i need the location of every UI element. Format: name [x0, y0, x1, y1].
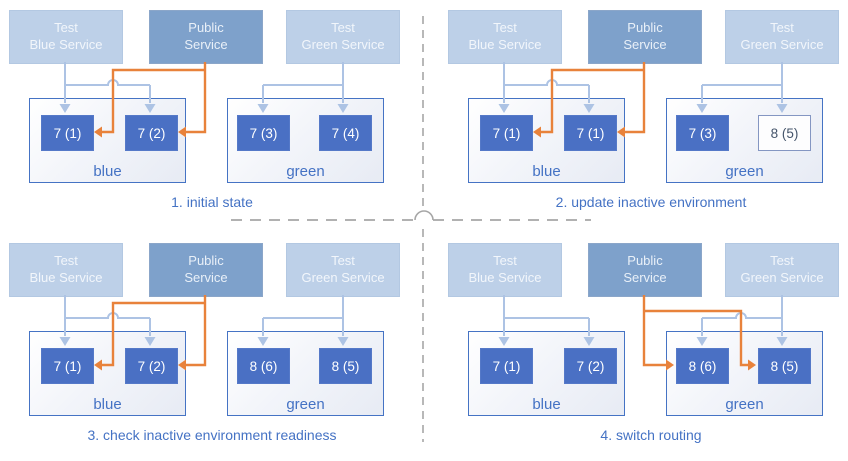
test-green-service-box: Test Green Service: [725, 243, 839, 297]
environment-label: green: [286, 396, 325, 413]
green-environment-box: 8 (6) 8 (5) green: [227, 331, 384, 416]
panel-update-inactive-environment: Test Blue Service Public Service Test Gr…: [424, 0, 848, 228]
service-label: Test Blue Service: [29, 253, 103, 285]
test-blue-service-box: Test Blue Service: [448, 10, 562, 64]
test-green-service-box: Test Green Service: [725, 10, 839, 64]
service-label: Test Blue Service: [29, 20, 103, 52]
service-label: Test Green Service: [301, 20, 385, 52]
pod-box: 8 (5): [758, 348, 811, 384]
environment-label: blue: [532, 396, 561, 413]
green-environment-box: 8 (6) 8 (5) green: [666, 331, 823, 416]
green-environment-box: 7 (3) 8 (5) green: [666, 98, 823, 183]
panel-check-inactive-environment-readiness: Test Blue Service Public Service Test Gr…: [0, 228, 424, 456]
pod-box: 7 (3): [676, 115, 729, 151]
public-service-box: Public Service: [588, 243, 702, 297]
pod-box: 8 (6): [676, 348, 729, 384]
test-green-service-box: Test Green Service: [286, 243, 400, 297]
pod-box: 8 (5): [319, 348, 372, 384]
service-label: Test Green Service: [301, 253, 385, 285]
panel-caption: 2. update inactive environment: [555, 194, 747, 210]
pod-box: 7 (3): [237, 115, 290, 151]
pod-box: 7 (2): [125, 348, 178, 384]
environment-label: green: [725, 396, 764, 413]
environment-label: green: [725, 163, 764, 180]
service-label: Public Service: [184, 253, 228, 285]
pod-box: 7 (2): [564, 348, 617, 384]
service-label: Public Service: [184, 20, 228, 52]
pod-box: 8 (6): [237, 348, 290, 384]
environment-label: blue: [532, 163, 561, 180]
service-label: Test Green Service: [740, 20, 824, 52]
environment-label: blue: [93, 396, 122, 413]
test-blue-service-box: Test Blue Service: [9, 243, 123, 297]
environment-label: green: [286, 163, 325, 180]
blue-environment-box: 7 (1) 7 (1) blue: [468, 98, 625, 183]
panel-caption: 3. check inactive environment readiness: [87, 427, 337, 443]
pod-box: 7 (2): [125, 115, 178, 151]
pod-box: 7 (1): [480, 115, 533, 151]
pod-box: 7 (1): [41, 348, 94, 384]
test-blue-service-box: Test Blue Service: [9, 10, 123, 64]
service-label: Test Blue Service: [468, 253, 542, 285]
blue-environment-box: 7 (1) 7 (2) blue: [468, 331, 625, 416]
environment-label: blue: [93, 163, 122, 180]
blue-environment-box: 7 (1) 7 (2) blue: [29, 331, 186, 416]
pod-box: 7 (1): [480, 348, 533, 384]
public-service-box: Public Service: [149, 10, 263, 64]
pod-box: 7 (4): [319, 115, 372, 151]
service-label: Public Service: [623, 253, 667, 285]
blue-environment-box: 7 (1) 7 (2) blue: [29, 98, 186, 183]
public-service-box: Public Service: [149, 243, 263, 297]
public-service-box: Public Service: [588, 10, 702, 64]
pod-box-starting: 8 (5): [758, 115, 811, 151]
panel-caption: 4. switch routing: [600, 427, 702, 443]
test-green-service-box: Test Green Service: [286, 10, 400, 64]
pod-box: 7 (1): [564, 115, 617, 151]
service-label: Public Service: [623, 20, 667, 52]
panel-caption: 1. initial state: [171, 194, 253, 210]
service-label: Test Green Service: [740, 253, 824, 285]
service-label: Test Blue Service: [468, 20, 542, 52]
panel-switch-routing: Test Blue Service Public Service Test Gr…: [424, 228, 848, 456]
panel-initial-state: Test Blue Service Public Service Test Gr…: [0, 0, 424, 228]
pod-box: 7 (1): [41, 115, 94, 151]
green-environment-box: 7 (3) 7 (4) green: [227, 98, 384, 183]
test-blue-service-box: Test Blue Service: [448, 243, 562, 297]
